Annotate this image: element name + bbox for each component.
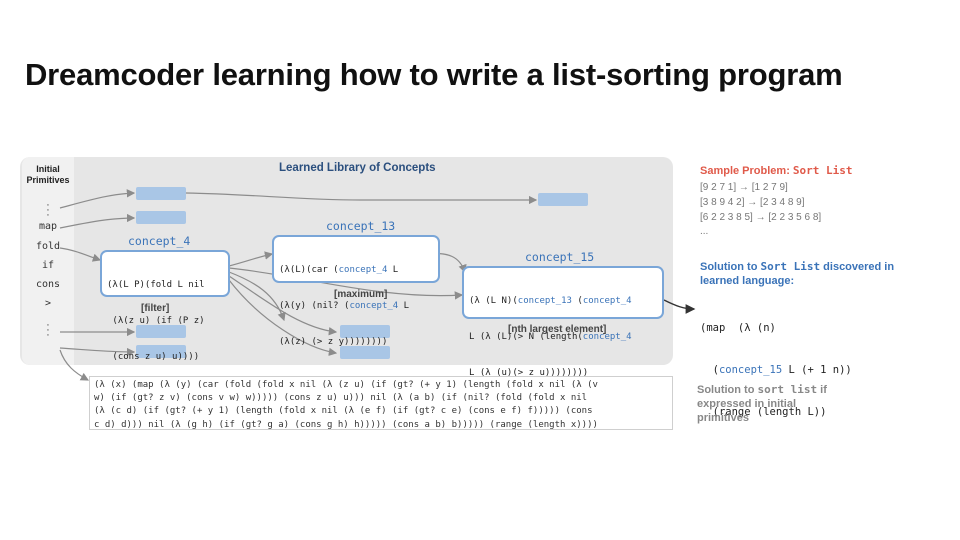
- raw-label-task: sort list: [757, 383, 818, 396]
- code-line: (λ(L P)(fold L nil: [107, 279, 223, 291]
- raw-label-b: if expressed in initial primitives: [697, 384, 827, 424]
- library-heading: Learned Library of Concepts: [279, 162, 436, 174]
- code-text: (map (λ (n): [700, 322, 776, 334]
- code-line: w) (if (gt? z v) (cons v w) w))))) (cons…: [94, 393, 588, 404]
- code-line: (λ(z u) (if (P z): [107, 315, 223, 327]
- code-text: (range (length L)): [700, 406, 827, 418]
- learned-solution-heading: Solution to Sort List discovered in lear…: [700, 260, 910, 288]
- primitive-solution-code: (λ (x) (map (λ (y) (car (fold (fold x ni…: [89, 376, 673, 430]
- sample-problem-heading: Sample Problem: Sort List: [700, 164, 853, 177]
- code-line: (range (length L)): [700, 405, 852, 419]
- code-line: (map (λ (n): [700, 321, 852, 335]
- code-line: L (λ (u)(> z u)))))))): [469, 367, 657, 379]
- code-line: c d) d))) nil (λ (g h) (if (gt? g a) (co…: [94, 419, 598, 430]
- solution-heading-b: discovered in learned language:: [700, 261, 895, 287]
- code-text: (: [571, 296, 583, 306]
- sample-row: [3 8 9 4 2] → [2 3 4 8 9]: [700, 197, 805, 208]
- concept-reference: concept_15: [718, 364, 783, 376]
- code-line: (λ(y) (nil? (concept_4 L: [279, 300, 433, 312]
- page-title: Dreamcoder learning how to write a list-…: [25, 57, 843, 92]
- library-slot: [136, 187, 186, 200]
- primitives-heading: Initial Primitives: [24, 164, 72, 186]
- concept-13-label: [maximum]: [334, 289, 388, 300]
- code-text: (: [700, 364, 719, 376]
- code-text: L (λ (u)(> z u)))))))): [469, 368, 589, 378]
- code-line: (λ (L N)(concept_13 (concept_4: [469, 295, 657, 307]
- library-slot: [340, 325, 390, 338]
- primitive-map: map: [38, 221, 58, 232]
- code-text: L (+ 1 n)): [782, 364, 852, 376]
- primitive-fold: fold: [35, 241, 61, 252]
- library-slot: [136, 211, 186, 224]
- sample-row: ...: [700, 226, 709, 237]
- primitive-cons: cons: [35, 279, 61, 290]
- code-line: (λ(L)(car (concept_4 L: [279, 264, 433, 276]
- concept-13-name: concept_13: [326, 219, 396, 233]
- primitive-solution-label: Solution to sort list if expressed in in…: [697, 383, 837, 425]
- code-line: (cons z u) u)))): [107, 351, 223, 363]
- code-line: (λ (c d) (if (gt? (+ y 1) (length (fold …: [94, 406, 593, 417]
- library-slot: [538, 193, 588, 206]
- code-text: L (λ (L)(> N (length(: [469, 332, 583, 342]
- code-text: (λ(z) (> z y)))))))): [279, 337, 388, 347]
- solution-heading-a: Solution to: [700, 261, 758, 273]
- concept-reference: concept_4: [349, 301, 399, 311]
- concept-4-label: [filter]: [141, 303, 170, 314]
- concept-15-box: (λ (L N)(concept_13 (concept_4 L (λ (L)(…: [462, 266, 664, 378]
- primitives-heading-line-1: Initial: [36, 164, 60, 174]
- library-slot: [340, 346, 390, 359]
- code-text: (λ (L N)(: [469, 296, 518, 306]
- code-line: (λ (x) (map (λ (y) (car (fold (fold x ni…: [94, 380, 598, 390]
- sample-heading-prefix: Sample Problem:: [700, 165, 790, 177]
- code-line: (λ(z) (> z y)))))))): [279, 336, 433, 348]
- code-text: (λ(L P)(fold L nil: [107, 280, 205, 290]
- concept-reference: concept_4: [582, 296, 632, 306]
- concept-reference: concept_4: [582, 332, 632, 342]
- vertical-ellipsis-icon: ···: [46, 319, 50, 341]
- code-text: (λ(y) (nil? (: [279, 301, 350, 311]
- concept-13-box: (λ(L)(car (concept_4 L (λ(y) (nil? (conc…: [272, 235, 440, 347]
- sample-row: [9 2 7 1] → [1 2 7 9]: [700, 182, 788, 193]
- library-slot: [136, 325, 186, 338]
- learned-solution-code: (map (λ (n) (concept_15 L (+ 1 n)) (rang…: [700, 293, 852, 447]
- concept-15-label: [nth largest element]: [508, 324, 607, 335]
- raw-label-a: Solution to: [697, 384, 755, 396]
- concept-15-name: concept_15: [525, 250, 595, 264]
- primitive-greater-than: >: [44, 298, 52, 309]
- code-text: (λ(z u) (if (P z): [107, 316, 205, 326]
- code-line: L (λ (L)(> N (length(concept_4: [469, 331, 657, 343]
- code-text: L: [387, 265, 399, 275]
- code-text: (cons z u) u)))): [107, 352, 200, 362]
- primitive-if: if: [41, 260, 55, 271]
- concept-reference: concept_13: [517, 296, 572, 306]
- concept-4-box: (λ(L P)(fold L nil (λ(z u) (if (P z) (co…: [100, 250, 230, 362]
- solution-heading-task: Sort List: [760, 260, 821, 273]
- concept-reference: concept_4: [338, 265, 388, 275]
- sample-heading-task: Sort List: [792, 164, 853, 177]
- primitives-heading-line-2: Primitives: [26, 175, 70, 185]
- primitives-column: [22, 157, 74, 365]
- code-line: (concept_15 L (+ 1 n)): [700, 363, 852, 377]
- sample-row: [6 2 2 3 8 5] → [2 2 3 5 6 8]: [700, 212, 822, 223]
- concept-4-name: concept_4: [128, 234, 191, 248]
- code-text: L: [398, 301, 410, 311]
- vertical-ellipsis-icon: ···: [46, 199, 50, 221]
- code-text: (λ(L)(car (: [279, 265, 339, 275]
- library-slot: [136, 345, 186, 358]
